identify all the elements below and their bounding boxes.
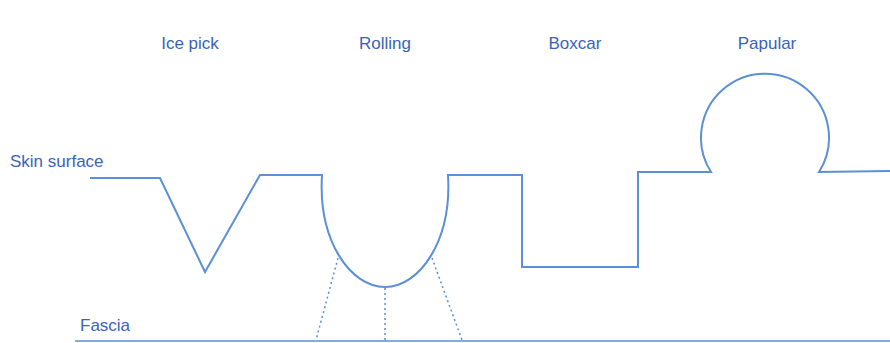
- layer-label: Fascia: [80, 316, 130, 336]
- tether-line: [432, 258, 462, 340]
- skin-surface-line: [90, 74, 890, 287]
- scar-type-label: Ice pick: [161, 34, 219, 54]
- tether-line: [384, 288, 386, 340]
- scar-type-label: Papular: [738, 34, 797, 54]
- scar-type-label: Boxcar: [549, 34, 602, 54]
- layer-label: Skin surface: [10, 152, 104, 172]
- fascia-line: [75, 340, 890, 342]
- scar-type-label: Rolling: [359, 34, 411, 54]
- tether-line: [316, 258, 338, 340]
